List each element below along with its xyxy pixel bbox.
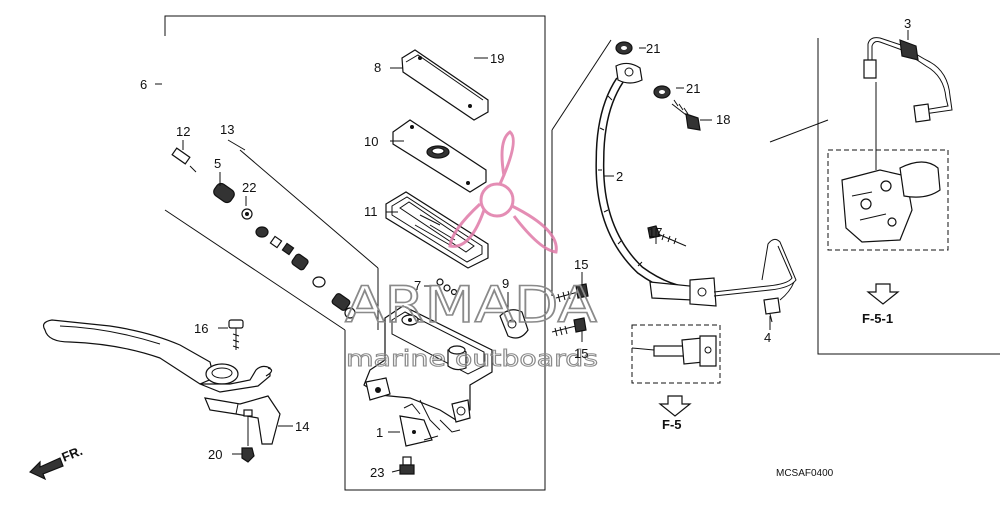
callout-8: 8 (374, 60, 381, 75)
front-arrow-icon (28, 457, 64, 481)
callout-5: 5 (214, 156, 221, 171)
f5-arrow (658, 395, 692, 417)
callout-10: 10 (364, 134, 378, 149)
ref-front: FR. (60, 443, 85, 465)
pivot-bolt (228, 319, 244, 350)
modulator-pipe (863, 37, 953, 123)
pivot-nut (241, 409, 255, 463)
small-fittings (436, 278, 529, 339)
callout-15-top: 15 (574, 257, 588, 272)
callout-11: 11 (364, 204, 378, 219)
callout-17: 17 (648, 225, 662, 240)
assembly-frame (155, 15, 546, 491)
ref-f51: F-5-1 (862, 311, 893, 326)
right-panel-frame (769, 38, 1000, 355)
clamp-bolt (647, 225, 687, 247)
diaphragm-plate (392, 119, 487, 193)
callout-7: 7 (414, 278, 421, 293)
sealing-washers (615, 41, 671, 99)
watermark-tagline: marine outboards (346, 347, 598, 372)
diagram-code: MCSAF0400 (776, 468, 834, 479)
callout-4: 4 (764, 330, 771, 345)
callout-13: 13 (220, 122, 234, 137)
callout-9: 9 (502, 276, 509, 291)
callout-15-bottom: 15 (574, 346, 588, 361)
callout-12: 12 (176, 124, 190, 139)
brake-switch (399, 403, 439, 447)
callout-6: 6 (140, 77, 147, 92)
callout-23: 23 (370, 465, 384, 480)
f51-arrow (866, 283, 900, 305)
brake-hose (595, 62, 717, 307)
leader-lines (182, 30, 909, 473)
watermark-logo (448, 130, 558, 254)
brake-lever (42, 319, 281, 445)
callout-22: 22 (242, 180, 256, 195)
brake-pipe (713, 238, 797, 323)
master-cylinder-body (363, 305, 493, 433)
callout-3: 3 (904, 16, 911, 31)
callout-2: 2 (616, 169, 623, 184)
ref-f5: F-5 (662, 417, 682, 432)
callout-18: 18 (716, 112, 730, 127)
callout-20: 20 (208, 447, 222, 462)
piston-set (171, 147, 356, 319)
callout-19: 19 (490, 51, 504, 66)
f5-detail-box (631, 324, 721, 384)
reservoir-cap (401, 49, 489, 121)
callout-21-top: 21 (646, 41, 660, 56)
mounting-bolt (399, 456, 415, 475)
callout-1: 1 (376, 425, 383, 440)
callout-14: 14 (295, 419, 309, 434)
banjo-bolts (551, 283, 589, 337)
callout-21-bottom: 21 (686, 81, 700, 96)
diaphragm (385, 191, 489, 269)
callout-numbers: 6 8 19 10 11 12 13 5 22 7 9 21 21 18 2 1… (140, 16, 911, 480)
watermark-logo-hub (479, 182, 515, 218)
callout-16: 16 (194, 321, 208, 336)
f51-detail-box (827, 82, 949, 251)
oil-bolt (671, 99, 701, 131)
watermark-brand: ARMADA (345, 276, 597, 334)
